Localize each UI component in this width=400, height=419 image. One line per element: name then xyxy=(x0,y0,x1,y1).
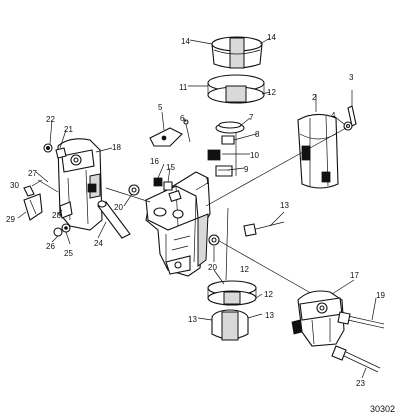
clamp-bracket-lower xyxy=(291,290,345,347)
nut-22-washer-21 xyxy=(43,143,67,159)
callout-20-left: 20 xyxy=(114,203,123,212)
lock-plate xyxy=(149,119,191,147)
callout-1: 1 xyxy=(205,177,210,186)
callout-10: 10 xyxy=(250,151,259,160)
callout-labels: 14 14 11 12 7 8 10 9 5 6 1 2 3 4 13 18 2… xyxy=(6,33,395,414)
callout-leaders xyxy=(17,37,377,379)
upper-bushing xyxy=(211,36,263,69)
alignment-line-1 xyxy=(205,127,347,207)
callout-9: 9 xyxy=(244,165,249,174)
alignment-line-2 xyxy=(213,237,317,297)
callout-18: 18 xyxy=(112,143,121,152)
callout-17: 17 xyxy=(350,271,359,280)
swivel-bracket xyxy=(145,171,211,277)
callout-12-upper-right: 12 xyxy=(267,88,276,97)
callout-12-lower-top: 12 xyxy=(240,265,249,274)
callout-24: 24 xyxy=(94,239,103,248)
lower-wear-ring xyxy=(207,280,257,306)
callout-6: 6 xyxy=(180,114,185,123)
callout-27: 27 xyxy=(28,169,37,178)
callout-21: 21 xyxy=(64,125,73,134)
retaining-ring xyxy=(215,121,245,134)
washer-20-right-hole xyxy=(211,237,217,243)
callout-12-lower-right: 12 xyxy=(264,290,273,299)
callout-28: 28 xyxy=(52,211,61,220)
callout-8: 8 xyxy=(255,130,260,139)
bolt-11 xyxy=(243,221,285,237)
callout-29: 29 xyxy=(6,215,15,224)
callout-14-right: 14 xyxy=(267,33,276,42)
callout-30: 30 xyxy=(10,181,19,190)
callout-2: 2 xyxy=(312,93,317,102)
alignment-line-3 xyxy=(105,187,151,203)
callout-19: 19 xyxy=(376,291,385,300)
callout-5: 5 xyxy=(158,103,163,112)
callout-25: 25 xyxy=(64,249,73,258)
washer-26-nut-25 xyxy=(53,223,71,237)
callout-23: 23 xyxy=(356,379,365,388)
clamp-screw-19 xyxy=(337,311,385,329)
callout-14-left: 14 xyxy=(181,37,190,46)
tilt-lever-hardware xyxy=(23,179,59,221)
tilt-tube-24 xyxy=(97,200,131,239)
clamp-screw-23 xyxy=(331,345,381,373)
callout-20-right: 20 xyxy=(208,263,217,272)
callout-13-right: 13 xyxy=(265,311,274,320)
callout-13-left: 13 xyxy=(188,315,197,324)
callout-16: 16 xyxy=(150,157,159,166)
part-number: 30302 xyxy=(370,404,395,414)
callout-3: 3 xyxy=(349,73,354,82)
screw-3-washer-4 xyxy=(343,105,357,131)
bolt-nut-16-15 xyxy=(153,177,173,191)
callout-26: 26 xyxy=(46,242,55,251)
axis-line-lower xyxy=(225,207,229,281)
callout-15: 15 xyxy=(166,163,175,172)
callout-7: 7 xyxy=(249,113,254,122)
upper-wear-ring xyxy=(207,74,265,104)
cam-28 xyxy=(59,201,73,219)
clamp-bracket-left xyxy=(57,138,103,231)
callout-22: 22 xyxy=(46,115,55,124)
small-hardware xyxy=(207,135,235,177)
callout-4: 4 xyxy=(331,111,336,120)
callout-12-upper-left: 11 xyxy=(179,83,188,92)
callout-11: 13 xyxy=(280,201,289,210)
lower-bushing xyxy=(211,309,249,341)
washer-20-left-hole xyxy=(131,187,137,193)
